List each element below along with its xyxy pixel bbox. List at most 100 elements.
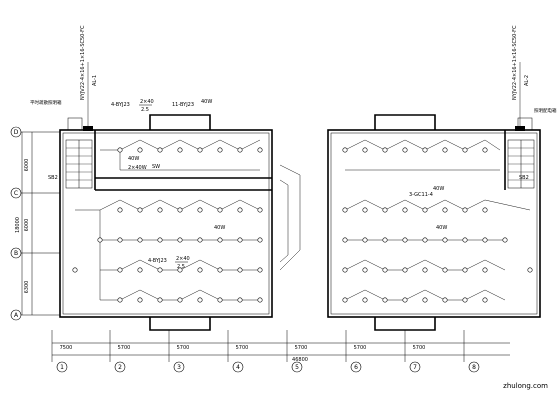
left-inner-wall: [62, 132, 270, 315]
ceiling-lamp-left-2-0: [117, 237, 123, 243]
row-dim-3: 6300: [24, 281, 30, 294]
ceiling-lamp-right-2-2: [382, 237, 388, 243]
ceiling-lamp-right-3-4: [422, 267, 428, 273]
ceiling-lamp-right-1-7: [482, 207, 488, 213]
circuit-label-low: 4-BYJ23: [148, 258, 167, 264]
ceiling-lamp-left-2-6: [237, 237, 243, 243]
axis-bubble-C: [10, 187, 22, 199]
ceiling-lamp-left-0-5: [217, 147, 223, 153]
right-feeder-label: NYJV22-4×16+1×16-SC50-FC: [512, 25, 518, 100]
axis-bubble-A: [10, 309, 22, 321]
row-dim-1: 6000: [24, 159, 30, 172]
right-stair: [507, 139, 535, 189]
ceiling-lamp-right-1-0: [342, 207, 348, 213]
ceiling-lamp-right-4-1: [362, 297, 368, 303]
ceiling-lamp-left-1-7: [257, 207, 263, 213]
left-panel-label: AL-1: [92, 75, 98, 86]
left-stair: [65, 139, 93, 189]
ceiling-lamp-left-1-0: [117, 207, 123, 213]
circuit-label-mid: 11-BYJ23: [172, 102, 194, 108]
axis-bubble-8: [468, 361, 480, 373]
ceiling-lamp-left-2-4: [197, 237, 203, 243]
ceiling-lamp-right-2-3: [402, 237, 408, 243]
ceiling-lamp-left-3-3: [177, 267, 183, 273]
axis-label-6: 6: [354, 364, 358, 371]
ceiling-lamp-right-1-3: [402, 207, 408, 213]
lamp-fraction-top: 2×40: [140, 99, 154, 105]
ceiling-lamp-left-1-3: [177, 207, 183, 213]
ceiling-lamp-right-4-5: [442, 297, 448, 303]
ceiling-lamp-left-4-3: [177, 297, 183, 303]
left-top-bay: [149, 114, 211, 130]
ceiling-lamp-right-2-1: [362, 237, 368, 243]
circuit-label-top: 4-BYJ23: [111, 102, 130, 108]
ceiling-lamp-right-1-5: [442, 207, 448, 213]
lamp-label-right: 40W: [433, 186, 444, 192]
circuit-label-right: 3-GC11-4: [409, 192, 433, 198]
ceiling-lamp-left-4-4: [197, 297, 203, 303]
ceiling-lamp-right-3-0: [342, 267, 348, 273]
right-outer-wall: [327, 129, 541, 318]
axis-label-4: 4: [236, 364, 240, 371]
wall-lamp-right-0: [502, 237, 508, 243]
lamp-small-room: 2×40W: [128, 165, 147, 171]
ceiling-lamp-left-0-2: [157, 147, 163, 153]
bay-dim-6: 5700: [354, 345, 367, 351]
ceiling-lamp-left-0-1: [137, 147, 143, 153]
link-wire-1: [279, 164, 301, 271]
left-distribution-panel: [83, 126, 93, 131]
ceiling-lamp-left-4-7: [257, 297, 263, 303]
left-wire-row2: [75, 199, 261, 211]
ceiling-lamp-left-1-5: [217, 207, 223, 213]
ceiling-lamp-left-3-5: [217, 267, 223, 273]
ceiling-lamp-right-4-3: [402, 297, 408, 303]
ceiling-lamp-left-3-0: [117, 267, 123, 273]
ceiling-lamp-right-1-1: [362, 207, 368, 213]
ceiling-lamp-left-1-4: [197, 207, 203, 213]
axis-bubble-B: [10, 247, 22, 259]
ceiling-lamp-left-4-2: [157, 297, 163, 303]
right-bottom-bay: [374, 317, 436, 331]
ceiling-lamp-left-1-2: [157, 207, 163, 213]
ceiling-lamp-right-2-5: [442, 237, 448, 243]
axis-bubble-2: [114, 361, 126, 373]
ceiling-lamp-right-2-6: [462, 237, 468, 243]
axis-bubble-7: [409, 361, 421, 373]
overall-dimension: 46800: [292, 357, 308, 363]
watermark: zhulong.com: [503, 382, 548, 390]
right-building: [327, 114, 541, 331]
axis-label-C: C: [14, 190, 18, 197]
right-wire-row2: [344, 199, 531, 211]
left-wire-row4: [99, 240, 260, 271]
ceiling-lamp-left-4-0: [117, 297, 123, 303]
link-wire-2: [279, 179, 289, 263]
axis-bubble-5: [291, 361, 303, 373]
left-building: [59, 114, 273, 331]
ceiling-lamp-right-2-7: [482, 237, 488, 243]
lamp-label-room: 40W: [128, 156, 139, 162]
ceiling-lamp-right-0-0: [342, 147, 348, 153]
lamp-frac-low-bottom: 2.5: [177, 264, 185, 270]
ceiling-lamp-left-2-1: [137, 237, 143, 243]
axis-bubble-D: [10, 126, 22, 138]
ceiling-lamp-left-0-7: [257, 147, 263, 153]
wiring-layer: [75, 62, 531, 301]
lamp-label-mid: 40W: [201, 99, 212, 105]
annotations: NYJV22-4×16+1×16-SC50-FC AL-1 NYJV22-4×1…: [30, 25, 557, 270]
bay-dim-3: 5700: [177, 345, 190, 351]
ceiling-lamp-left-3-2: [157, 267, 163, 273]
right-wire-row5: [344, 289, 506, 301]
lamp-fraction-bottom: 2.5: [141, 107, 149, 113]
ceiling-lamp-right-3-6: [462, 267, 468, 273]
right-distribution-panel: [515, 126, 525, 131]
ceiling-lamp-right-4-0: [342, 297, 348, 303]
ceiling-lamp-right-4-6: [462, 297, 468, 303]
row-dim-2: 6000: [24, 219, 30, 232]
ceiling-lamp-right-2-4: [422, 237, 428, 243]
ceiling-lamp-right-0-6: [462, 147, 468, 153]
ceiling-lamp-right-3-7: [482, 267, 488, 273]
bay-dim-5: 5700: [295, 345, 308, 351]
ceiling-lamp-right-0-7: [482, 147, 488, 153]
ceiling-lamp-left-2-7: [257, 237, 263, 243]
